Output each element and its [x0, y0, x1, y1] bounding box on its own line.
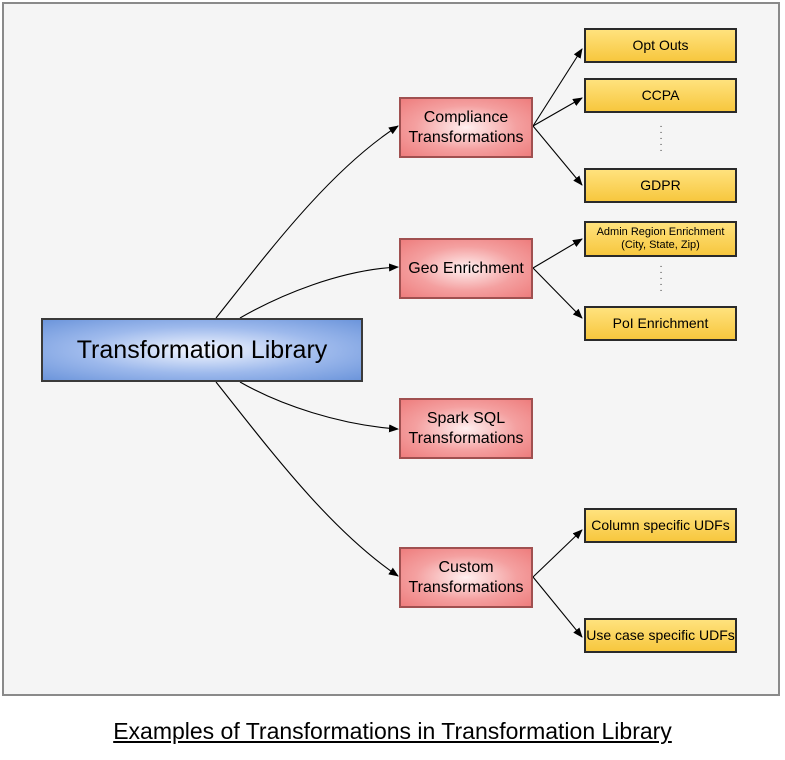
admin-region-enrichment-node: Admin Region Enrichment (City, State, Zi… [584, 221, 737, 257]
spark-sql-label-line1: Spark SQL [426, 410, 506, 428]
compliance-ellipsis: ····· [659, 121, 663, 156]
ccpa-node: CCPA [584, 78, 737, 113]
edge-root-custom [215, 381, 399, 577]
edge-custom-usecase [532, 576, 583, 638]
custom-transformations-node: Custom Transformations [399, 547, 533, 608]
spark-sql-transformations-node: Spark SQL Transformations [399, 398, 533, 459]
compliance-label-line1: Compliance [423, 109, 509, 127]
compliance-transformations-node: Compliance Transformations [399, 97, 533, 158]
compliance-label-line2: Transformations [408, 128, 524, 146]
opt-outs-node: Opt Outs [584, 28, 737, 63]
transformation-library-label: Transformation Library [76, 336, 328, 364]
edge-root-sparksql [239, 381, 399, 433]
geo-enrichment-label: Geo Enrichment [408, 259, 524, 277]
admin-region-label-line1: Admin Region Enrichment [596, 225, 725, 238]
geo-enrichment-node: Geo Enrichment [399, 238, 533, 299]
admin-region-label-line2: (City, State, Zip) [621, 239, 700, 251]
opt-outs-label: Opt Outs [632, 37, 689, 54]
spark-sql-label-line2: Transformations [408, 429, 524, 447]
geo-ellipsis: ····· [659, 261, 663, 296]
poi-enrichment-node: PoI Enrichment [584, 306, 737, 341]
edge-geo-poi [532, 267, 583, 319]
use-case-specific-udfs-node: Use case specific UDFs [584, 618, 737, 653]
figure-caption: Examples of Transformations in Transform… [113, 718, 672, 744]
edge-geo-adminregion [532, 238, 583, 269]
transformation-library-node: Transformation Library [41, 318, 363, 382]
edge-compliance-gdpr [532, 125, 583, 186]
edge-root-compliance [215, 125, 399, 319]
ccpa-label: CCPA [641, 87, 680, 104]
gdpr-node: GDPR [584, 168, 737, 203]
column-specific-udfs-node: Column specific UDFs [584, 508, 737, 543]
custom-label-line1: Custom [438, 559, 494, 577]
gdpr-label: GDPR [640, 177, 681, 194]
column-udfs-label: Column specific UDFs [591, 517, 730, 534]
connector-layer [215, 48, 583, 638]
poi-enrichment-label: PoI Enrichment [612, 315, 709, 332]
use-case-udfs-label: Use case specific UDFs [586, 627, 735, 644]
edge-custom-column [532, 529, 583, 578]
edge-root-geo [239, 263, 399, 319]
edge-compliance-optouts [532, 48, 583, 127]
custom-label-line2: Transformations [408, 578, 524, 596]
edge-compliance-ccpa [532, 97, 583, 127]
